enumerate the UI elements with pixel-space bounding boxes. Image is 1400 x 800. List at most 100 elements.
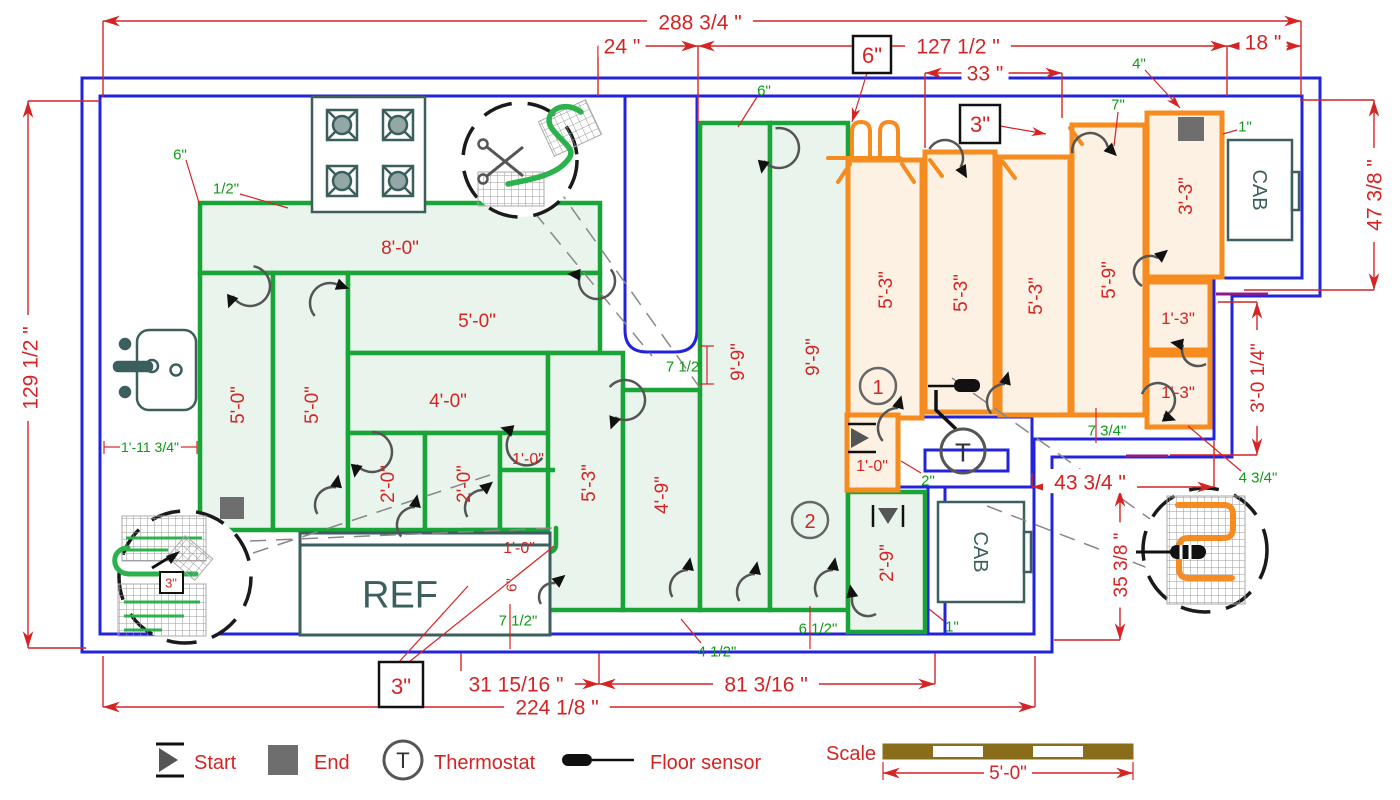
mat-label: 8'-0" <box>381 238 419 259</box>
dim-text: 7 1/2' <box>666 358 702 375</box>
mat-label: 9'-9" <box>728 343 749 381</box>
direction-arrow-icon <box>846 584 859 599</box>
dim-text: 47 3/8 " <box>1364 159 1387 231</box>
heating-mat-green <box>697 120 773 613</box>
direction-arrow-icon <box>479 481 493 495</box>
direction-arrow-icon <box>227 293 239 309</box>
mat-label: 1'-3" <box>1161 383 1195 402</box>
heating-mats-green <box>197 120 928 635</box>
legend-floor-sensor-icon <box>562 754 592 766</box>
direction-arrow-icon <box>1170 338 1184 351</box>
direction-arrow-icon <box>409 494 421 508</box>
stove-icon <box>310 95 427 214</box>
plan-symbols <box>220 117 1204 540</box>
dim-text: 4 1/2" <box>698 643 737 660</box>
dim-text: 33 " <box>967 63 1004 86</box>
legend-start-icon <box>156 742 184 778</box>
heating-mat-green <box>767 120 851 613</box>
mat-label: 2'-0" <box>454 465 475 503</box>
direction-arrow-icon <box>999 371 1011 386</box>
callout-3in-detail: 3" <box>165 576 177 591</box>
direction-arrow-icon <box>682 557 694 571</box>
wall-accent-lines <box>1126 292 1268 458</box>
direction-arrow-icon <box>330 474 342 489</box>
dim-text: 6 1/2" <box>799 620 838 637</box>
end-marker <box>220 497 244 519</box>
dim-text: 7" <box>1111 96 1125 113</box>
legend-start-label: Start <box>194 752 237 774</box>
dim-overall-height: 129 1/2 " <box>20 326 43 409</box>
direction-arrow-icon <box>500 425 515 437</box>
dim-text: 43 3/4 " <box>1054 472 1126 495</box>
scale-label: Scale <box>826 743 876 765</box>
direction-arrow-icon <box>609 415 621 430</box>
thermostat-symbol: T <box>955 437 971 467</box>
mat-label: 2'-9" <box>877 544 898 582</box>
zone-1-badge <box>858 366 898 406</box>
dimension-leaders <box>103 69 1242 663</box>
mat-label: 5'-3" <box>876 271 897 309</box>
heating-mat-orange <box>845 157 925 421</box>
mat-label: 5'-3" <box>1026 277 1047 315</box>
direction-arrow-icon <box>892 395 904 410</box>
mat-label: 5'-3" <box>951 274 972 312</box>
zone-2-number: 2 <box>804 511 815 533</box>
cabinet-bottom <box>936 500 1033 604</box>
heating-mat-orange <box>1144 279 1213 353</box>
dim-text: 2" <box>921 472 935 489</box>
dim-text: 1" <box>945 618 959 635</box>
callout-6in: 6" <box>862 43 882 68</box>
direction-arrow-icon <box>1103 142 1117 157</box>
end-marker <box>1178 117 1204 141</box>
detail-circle-cut-mat <box>461 99 603 219</box>
start-marker-down <box>871 505 905 527</box>
fridge <box>298 531 552 637</box>
dim-text: 6" <box>757 82 771 99</box>
dim-text: 127 1/2 " <box>916 36 999 59</box>
mat-label: 5'-0" <box>228 386 249 424</box>
mat-label: 4'-9" <box>652 476 673 514</box>
mat-label: 9'-9" <box>803 338 824 376</box>
plan-texts: 288 3/4 "24 "127 1/2 "33 "18 "129 1/2 "4… <box>16 8 1387 720</box>
mat-label: 5'-0" <box>458 311 496 332</box>
heating-mat-orange <box>922 149 998 415</box>
direction-arrow-icon <box>749 561 761 575</box>
mat-label: 5'-3" <box>579 464 600 502</box>
start-marker <box>848 422 876 454</box>
mat-label: 3'-3" <box>1176 177 1197 215</box>
heating-mat-orange <box>997 154 1073 418</box>
thermostat-plan-icon <box>939 427 987 475</box>
heating-mat-green <box>345 270 603 356</box>
cabinet-top <box>1226 138 1301 242</box>
dim-text: 4 3/4" <box>1239 469 1278 486</box>
floor-sensor-plan-icon <box>928 379 980 431</box>
mat-label: 4'-0" <box>429 391 467 412</box>
callout-3in-top: 3" <box>970 112 990 137</box>
counter-peninsula <box>623 97 699 354</box>
power-lead-icon <box>826 119 1084 184</box>
floor-sensor-icon <box>1136 545 1206 559</box>
legend-thermostat-icon <box>382 739 424 781</box>
dim-text: 7 1/2" <box>499 612 538 629</box>
dim-text: 1'-11 3/4" <box>121 439 179 455</box>
mat-label: 5'-9" <box>1099 261 1120 299</box>
dim-text: 7 3/4" <box>1088 422 1127 439</box>
heating-mats-orange <box>844 110 1225 493</box>
legend-end-icon <box>268 745 298 775</box>
mat-label: 5'-0" <box>302 386 323 424</box>
mat-label: 1'-0" <box>503 540 535 557</box>
detail-circle-mat-spacing <box>112 509 253 645</box>
scale-value: 5'-0" <box>989 763 1027 784</box>
legend-thermostat-symbol: T <box>396 748 409 773</box>
direction-arrow-icon <box>1154 249 1168 263</box>
callout-3in-bottom: 3" <box>391 674 411 699</box>
direction-arrows <box>227 126 1207 618</box>
direction-arrow-icon <box>757 159 770 174</box>
dim-text: 81 3/16 " <box>724 674 807 697</box>
dim-text: 31 15/16 " <box>468 674 563 697</box>
direction-arrow-icon <box>350 463 363 478</box>
zone-2-badge <box>790 500 830 540</box>
dim-text: 3'-0 1/4" <box>1248 343 1269 413</box>
